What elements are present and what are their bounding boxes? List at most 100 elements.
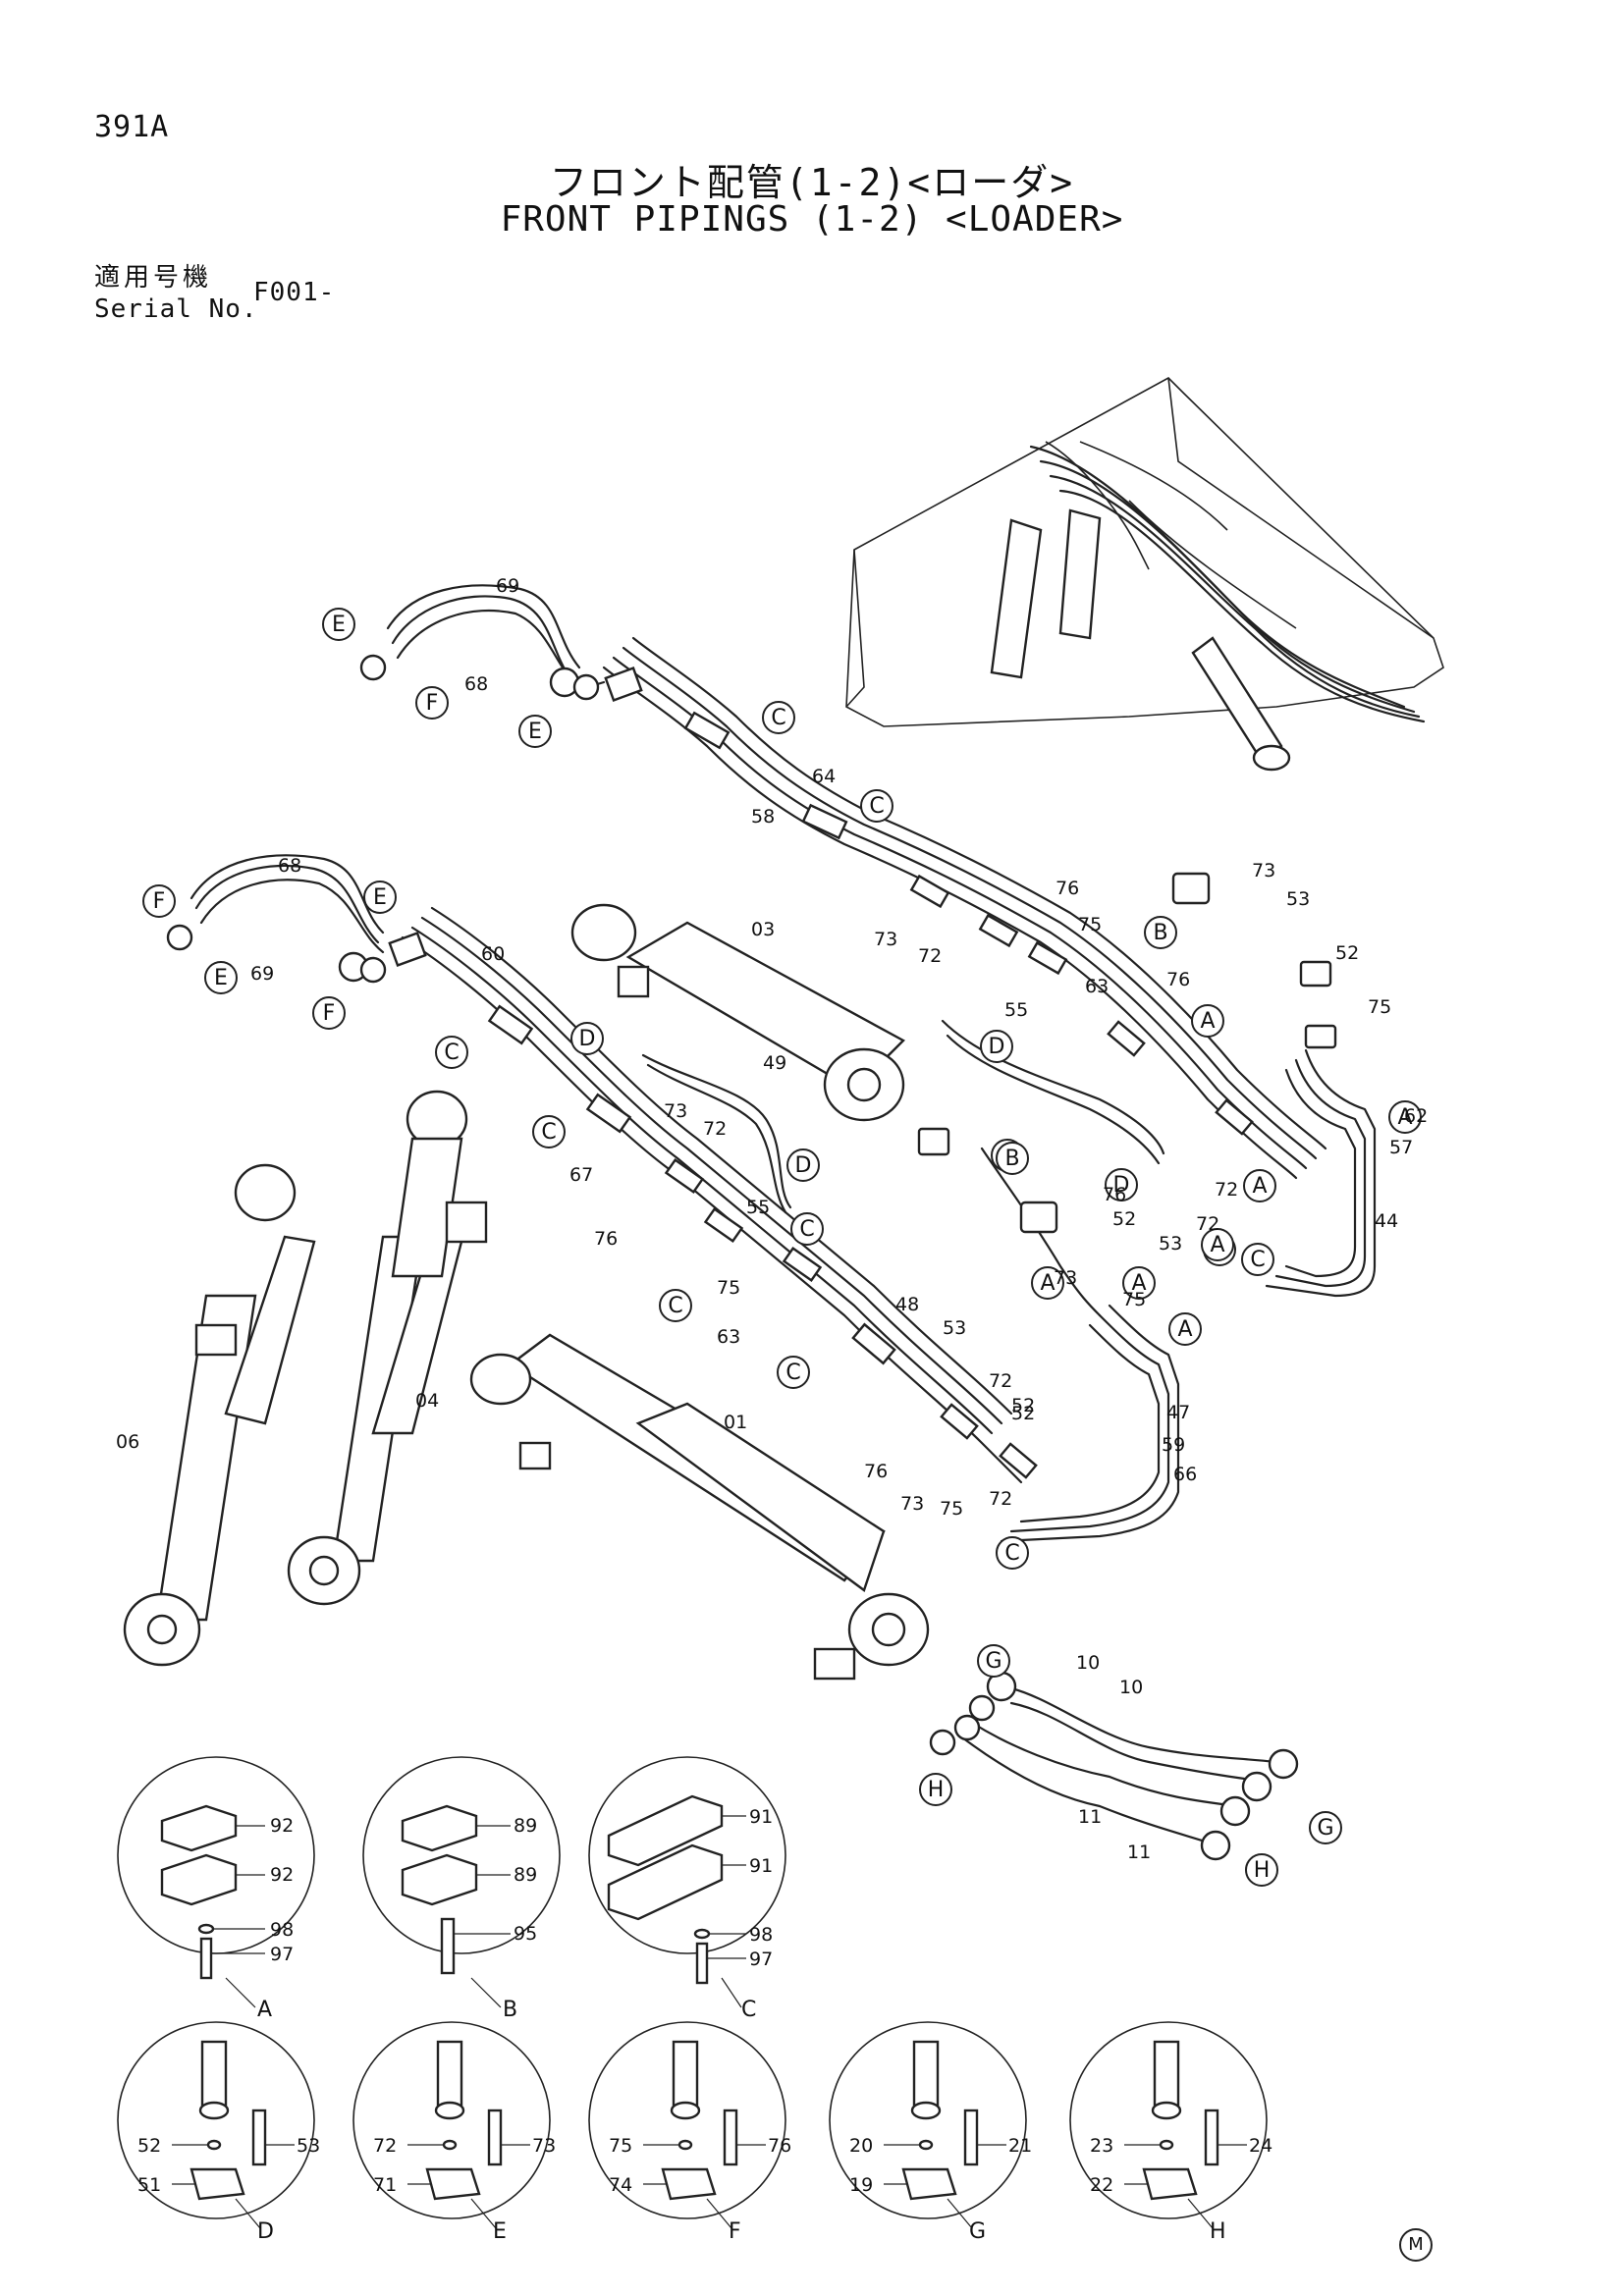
callout-circle: [980, 1030, 1013, 1063]
callout-circle: [570, 1022, 604, 1055]
callout-a: A: [1191, 1004, 1224, 1038]
part-number-11: 11: [1127, 1842, 1151, 1863]
callout-circle: [977, 1644, 1010, 1678]
callout-c: C: [435, 1036, 468, 1069]
detail-f: 75 76 74 F: [588, 2021, 791, 2244]
detail-a-label: 92: [270, 1864, 294, 1886]
callout-letter: H: [928, 1778, 945, 1802]
part-number-75: 75: [1078, 914, 1102, 935]
part-number-53: 53: [1286, 888, 1310, 910]
detail-views: 92 92 98 97 A 89 89 95 B 91 91: [117, 1756, 1272, 2244]
callout-g: G: [1309, 1811, 1342, 1844]
part-number-03: 03: [751, 919, 775, 940]
part-number-76: 76: [864, 1461, 888, 1482]
callout-letter: A: [1210, 1233, 1224, 1257]
detail-d-letter: D: [257, 2219, 274, 2244]
callout-a: A: [1201, 1228, 1234, 1261]
part-number-63: 63: [1085, 976, 1109, 997]
callout-c: C: [532, 1115, 566, 1148]
callout-d: D: [980, 1030, 1013, 1063]
detail-g-label: 19: [849, 2174, 873, 2196]
detail-c-label: 98: [749, 1924, 773, 1946]
callout-circle: [860, 789, 893, 823]
callout-letter: A: [1200, 1009, 1215, 1034]
callout-circle: [1191, 1004, 1224, 1038]
callout-letter: A: [1252, 1174, 1267, 1199]
callout-circle: [1388, 1100, 1422, 1134]
part-number-73: 73: [900, 1493, 924, 1515]
callout-letter: H: [1254, 1858, 1271, 1883]
part-number-72: 72: [703, 1118, 727, 1140]
callout-g: G: [977, 1644, 1010, 1678]
part-number-66: 66: [1173, 1464, 1197, 1485]
detail-f-letter: F: [729, 2219, 741, 2244]
part-number-59: 59: [1162, 1434, 1185, 1456]
callout-circle: [1031, 1266, 1064, 1300]
part-number-76: 76: [594, 1228, 618, 1250]
callout-letter: G: [1317, 1816, 1333, 1841]
callout-letter: C: [541, 1120, 556, 1145]
callout-letter: A: [1177, 1317, 1192, 1342]
middle-pipe-set: [166, 854, 1038, 1484]
callout-letter: E: [214, 966, 228, 990]
part-number-72: 72: [1215, 1179, 1238, 1201]
part-number-64: 64: [812, 766, 836, 787]
part-number-48: 48: [895, 1294, 919, 1315]
detail-c-letter: C: [741, 1998, 756, 2022]
callout-f: F: [415, 686, 449, 720]
callout-d: D: [1105, 1168, 1138, 1201]
part-number-52: 52: [1011, 1403, 1035, 1424]
part-number-62: 62: [1404, 1105, 1428, 1127]
part-number-04: 04: [415, 1390, 439, 1412]
callout-letter: A: [1131, 1271, 1146, 1296]
detail-a-letter: A: [257, 1998, 272, 2022]
detail-d: 52 53 51 D: [117, 2021, 320, 2244]
callout-letter: C: [668, 1294, 682, 1318]
part-number-72: 72: [1196, 1213, 1219, 1235]
part-number-01: 01: [724, 1412, 747, 1433]
callout-circle: [1245, 1853, 1278, 1887]
detail-d-label: 51: [137, 2174, 161, 2196]
detail-a-label: 97: [270, 1944, 294, 1965]
detail-b-label: 89: [514, 1815, 537, 1837]
callout-circle: [1122, 1266, 1156, 1300]
callout-letter: D: [795, 1153, 812, 1178]
detail-a-label: 98: [270, 1919, 294, 1941]
part-number-73: 73: [664, 1100, 687, 1122]
detail-d-label: 53: [297, 2135, 320, 2157]
detail-e-label: 71: [373, 2174, 397, 2196]
callout-a: A: [1168, 1312, 1202, 1346]
callout-circle: [1105, 1168, 1138, 1201]
callout-a: A: [1031, 1266, 1064, 1300]
part-number-52: 52: [1335, 942, 1359, 964]
callout-e: E: [518, 715, 552, 748]
callout-letter: A: [1397, 1105, 1412, 1130]
serial-label-japanese: 適用号機: [94, 263, 213, 293]
callout-circle: [532, 1115, 566, 1148]
part-number-55: 55: [1004, 999, 1028, 1021]
part-number-58: 58: [751, 806, 775, 828]
detail-g-letter: G: [969, 2219, 986, 2244]
callout-a: A: [1388, 1100, 1422, 1134]
callout-letter: B: [1153, 921, 1167, 945]
part-number-73: 73: [1252, 860, 1275, 881]
part-number-60: 60: [481, 943, 505, 965]
callout-circle: [1168, 1312, 1202, 1346]
callout-b: B: [1144, 916, 1177, 949]
callout-c: C: [777, 1356, 810, 1389]
detail-b-label: 89: [514, 1864, 537, 1886]
callout-c: C: [762, 701, 795, 734]
detail-f-label: 74: [609, 2174, 632, 2196]
detail-e-label: 72: [373, 2135, 397, 2157]
page-title: FRONT PIPINGS (1-2) <LOADER>: [500, 199, 1124, 240]
part-number-75: 75: [1368, 996, 1391, 1018]
detail-h-letter: H: [1210, 2219, 1226, 2244]
footer-mark: M: [1399, 2228, 1433, 2262]
part-number-52: 52: [1112, 1208, 1136, 1230]
detail-e-label: 73: [532, 2135, 556, 2157]
detail-h-label: 22: [1090, 2174, 1113, 2196]
callout-circle: [1144, 916, 1177, 949]
callout-letter: E: [373, 885, 387, 910]
callout-circle: [1309, 1811, 1342, 1844]
